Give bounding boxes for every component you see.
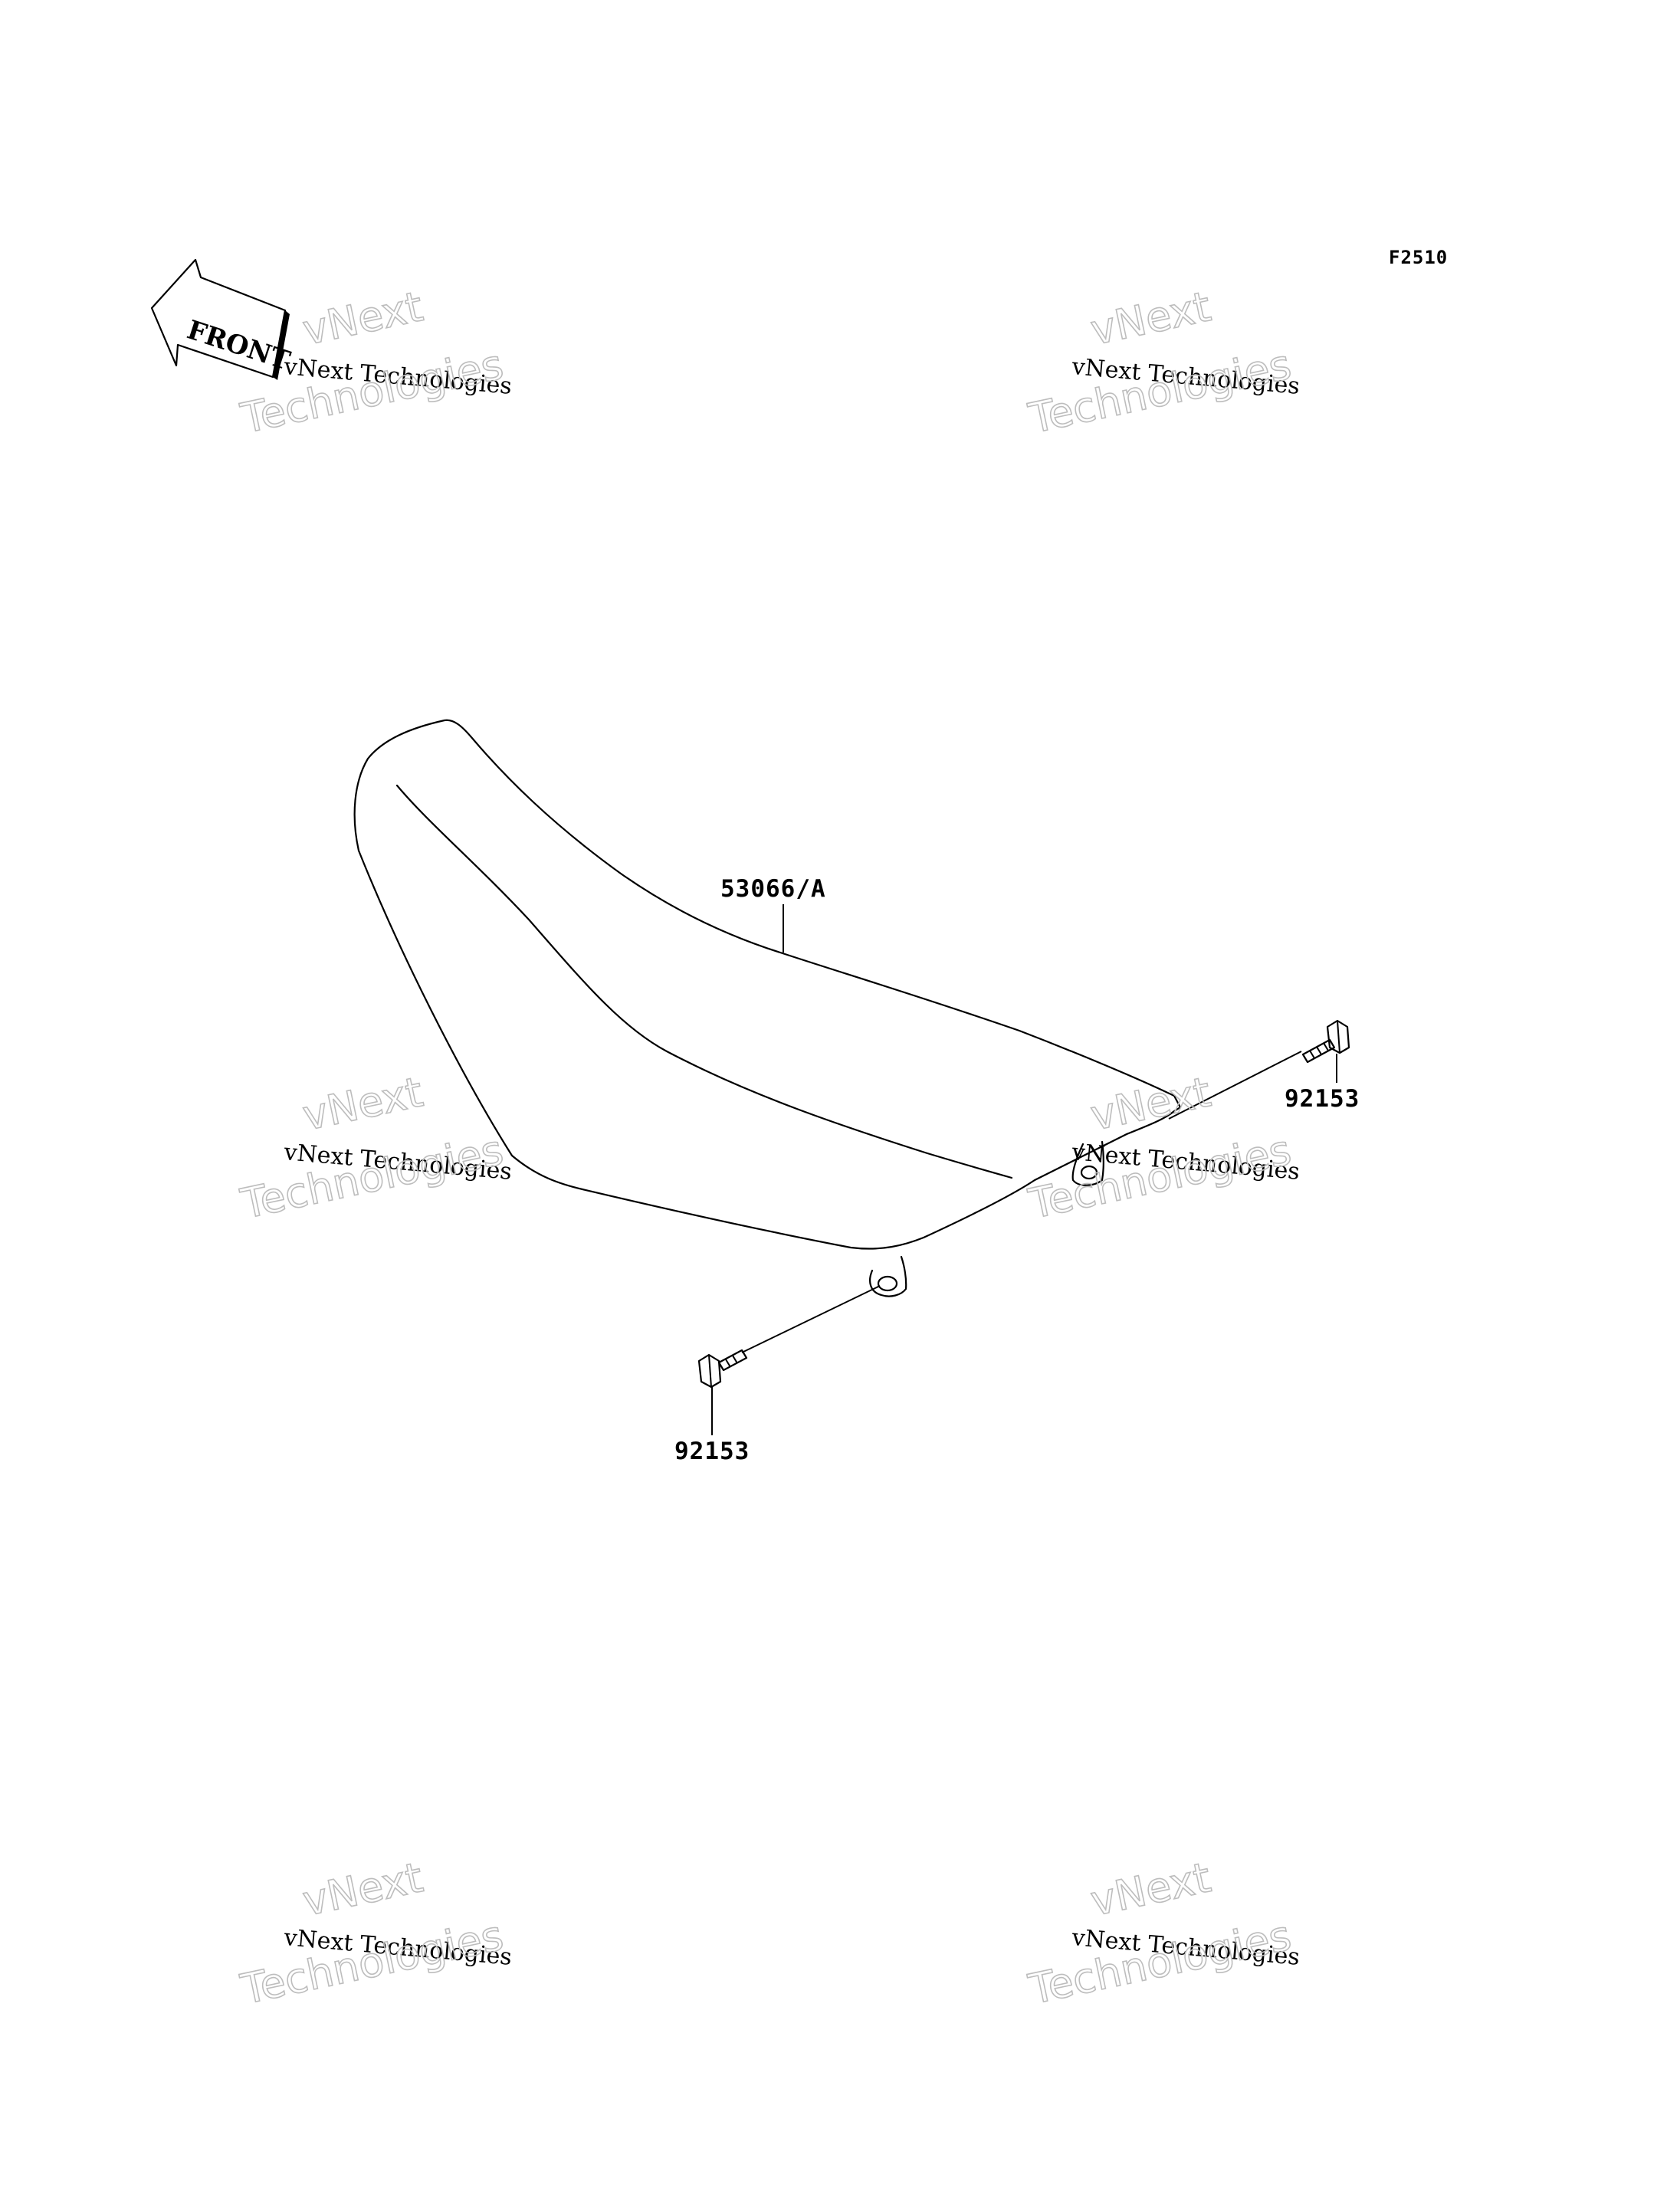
watermark-top-right: vNext vNext Technologies Technologies (1024, 281, 1301, 443)
bolt-left-icon (697, 1285, 881, 1389)
bolt-right-label: 92153 (1285, 1085, 1360, 1113)
watermark-outline-1: vNext (1087, 1853, 1215, 1925)
watermark-outline-2: Technologies (237, 1126, 507, 1228)
watermark-outline-2: Technologies (1025, 340, 1295, 443)
bolt-left-label: 92153 (674, 1438, 750, 1465)
bolt-right-icon (1168, 1019, 1350, 1120)
watermark-bottom-right: vNext vNext Technologies Technologies (1024, 1852, 1301, 2014)
front-arrow-icon: FRONT (150, 258, 294, 380)
watermark-mid-right: vNext vNext Technologies Technologies (1024, 1067, 1301, 1228)
watermark-outline-1: vNext (299, 1853, 427, 1925)
watermark-outline-2: Technologies (237, 1911, 507, 2014)
watermark-outline-1: vNext (299, 1067, 427, 1139)
watermark-outline-1: vNext (1087, 1067, 1215, 1139)
seat-label: 53066/A (720, 875, 826, 903)
watermark-outline-2: Technologies (1025, 1911, 1295, 2014)
front-label: FRONT (183, 315, 294, 377)
seat-drawing (353, 719, 1182, 1297)
watermark-bottom-left: vNext vNext Technologies Technologies (236, 1852, 513, 2014)
watermark-outline-2: Technologies (1025, 1126, 1295, 1228)
watermark-outline-1: vNext (299, 282, 427, 354)
watermark-mid-left: vNext vNext Technologies Technologies (236, 1067, 513, 1228)
figure-code: F2510 (1389, 247, 1448, 268)
watermark-outline-1: vNext (1087, 282, 1215, 354)
